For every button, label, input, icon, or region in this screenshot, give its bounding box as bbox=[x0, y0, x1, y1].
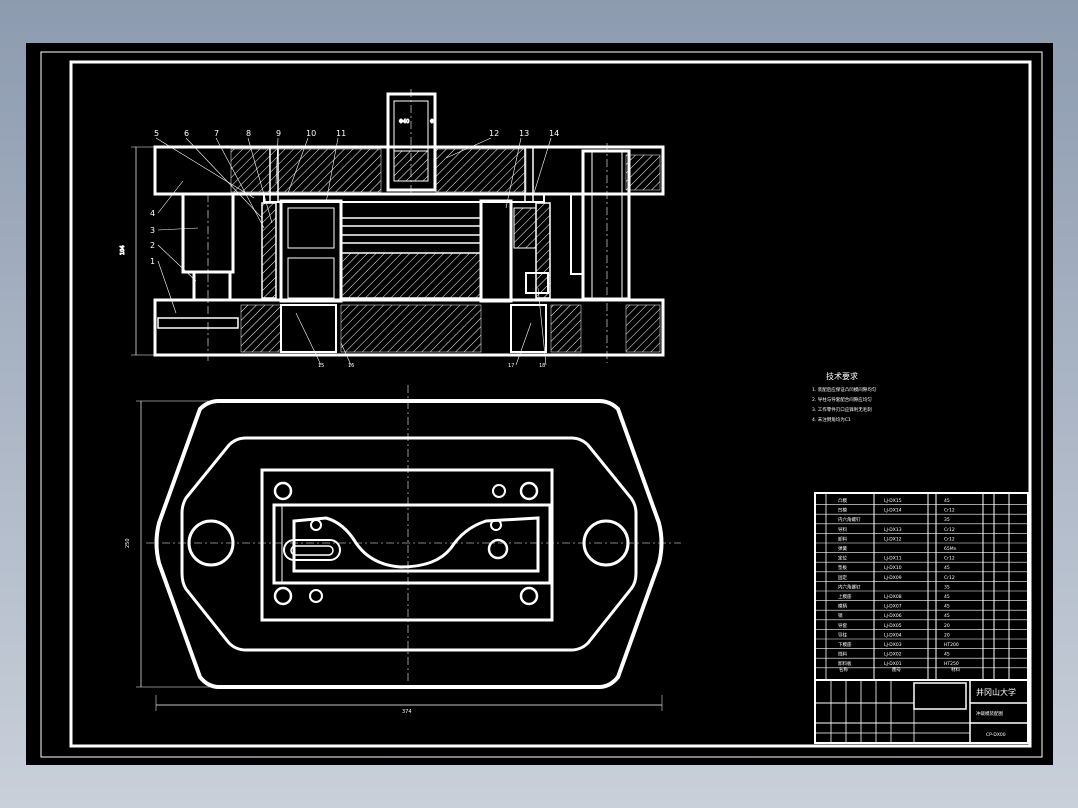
parts-cell-material: 45 bbox=[944, 613, 950, 619]
parts-cell-code: LJ-DX03 bbox=[884, 642, 902, 648]
outer-frame bbox=[40, 51, 1043, 758]
parts-cell-name: 卸料 bbox=[838, 535, 847, 542]
tech-req-item-4: 4. 未注倒角均为C1 bbox=[812, 416, 851, 423]
parts-cell-code: LJ-DX15 bbox=[884, 498, 902, 504]
parts-cell-name: 挡料 bbox=[838, 651, 847, 658]
plan-width-dim: 374 bbox=[402, 709, 412, 715]
parts-cell-name: 弹簧 bbox=[838, 545, 847, 552]
parts-cell-material: Cr12 bbox=[944, 536, 955, 542]
balloon-left-2: 2 bbox=[150, 241, 155, 250]
parts-cell-code: LJ-DX02 bbox=[884, 652, 902, 658]
parts-cell-code: LJ-DX09 bbox=[884, 575, 902, 581]
technical-requirements: 技术要求 1. 装配后应保证凸凹模间隙均匀 2. 导柱与导套配合间隙应均匀 3.… bbox=[812, 371, 877, 423]
drawing-number: CP-DX00 bbox=[986, 732, 1006, 738]
plan-view bbox=[136, 385, 681, 711]
parts-cell-material: 45 bbox=[944, 652, 950, 658]
parts-cell-code: LJ-DX08 bbox=[884, 594, 902, 600]
shank-dim-2: Φ bbox=[430, 119, 434, 125]
parts-cell-name: 定位 bbox=[838, 555, 847, 562]
parts-cell-material: Cr12 bbox=[944, 508, 955, 514]
parts-cell-name: 导料 bbox=[838, 526, 847, 533]
inner-frame bbox=[69, 60, 1032, 748]
balloon-5: 5 bbox=[154, 129, 159, 138]
parts-cell-material: 45 bbox=[944, 565, 950, 571]
balloon-7: 7 bbox=[214, 129, 219, 138]
parts-cell-name: 导柱 bbox=[838, 631, 847, 638]
tech-req-item-3: 3. 工作零件刃口应锋利无毛刺 bbox=[812, 406, 872, 413]
parts-cell-name: 凹模 bbox=[838, 507, 847, 514]
balloon-8: 8 bbox=[246, 129, 251, 138]
parts-cell-name: 内六角螺钉 bbox=[838, 516, 861, 523]
cad-drawing: Φ40 Φ bbox=[40, 51, 1043, 758]
parts-cell-material: 20 bbox=[944, 623, 950, 629]
parts-cell-name: 凸模 bbox=[838, 497, 847, 504]
balloon-10: 10 bbox=[306, 129, 316, 138]
parts-cell-code: LJ-DX12 bbox=[884, 536, 902, 542]
balloon-16: 16 bbox=[348, 363, 354, 369]
balloon-11: 11 bbox=[336, 129, 346, 138]
balloon-left-1: 1 bbox=[150, 257, 155, 266]
parts-cell-material: Cr12 bbox=[944, 527, 955, 533]
balloon-15: 15 bbox=[318, 363, 324, 369]
balloon-6: 6 bbox=[184, 129, 189, 138]
parts-cell-material: 45 bbox=[944, 604, 950, 610]
tech-req-item-1: 1. 装配后应保证凸凹模间隙均匀 bbox=[812, 386, 877, 393]
parts-cell-code: LJ-DX05 bbox=[884, 623, 902, 629]
school-name: 井冈山大学 bbox=[976, 687, 1016, 697]
parts-cell-material: 35 bbox=[944, 517, 950, 523]
parts-cell-material: 45 bbox=[944, 498, 950, 504]
parts-cell-name: 垫板 bbox=[838, 564, 847, 571]
parts-cell-material: Cr12 bbox=[944, 556, 955, 562]
parts-cell-name: 上模座 bbox=[838, 593, 852, 600]
tech-req-item-2: 2. 导柱与导套配合间隙应均匀 bbox=[812, 396, 872, 403]
parts-cell-code: LJ-DX06 bbox=[884, 613, 902, 619]
parts-cell-material: HT250 bbox=[944, 661, 959, 667]
tech-req-title: 技术要求 bbox=[826, 371, 858, 381]
balloon-9: 9 bbox=[276, 129, 281, 138]
parts-cell-code: LJ-DX01 bbox=[884, 661, 902, 667]
parts-cell-code: LJ-DX13 bbox=[884, 527, 902, 533]
drawing-sheet: Φ40 Φ bbox=[26, 43, 1053, 765]
drawing-name: 冲裁模装配图 bbox=[976, 710, 1003, 717]
shank-dim-1: Φ40 bbox=[399, 119, 409, 125]
parts-cell-material: HT200 bbox=[944, 642, 959, 648]
parts-cell-name: 下模座 bbox=[838, 641, 852, 648]
parts-cell-name: 内六角螺钉 bbox=[838, 583, 861, 590]
section-height-dim: 104 bbox=[120, 245, 126, 255]
balloon-18: 18 bbox=[539, 363, 545, 369]
balloon-12: 12 bbox=[489, 129, 499, 138]
header-code: 图号 bbox=[892, 667, 901, 673]
parts-cell-code: LJ-DX04 bbox=[884, 632, 902, 638]
parts-cell-name: 固定 bbox=[838, 574, 847, 581]
parts-cell-name: 模柄 bbox=[838, 603, 847, 610]
parts-cell-name: 导套 bbox=[838, 622, 847, 629]
parts-cell-code: LJ-DX07 bbox=[884, 604, 902, 610]
balloon-left-4: 4 bbox=[150, 209, 155, 218]
parts-cell-material: 20 bbox=[944, 632, 950, 638]
parts-cell-material: 45 bbox=[944, 594, 950, 600]
section-view: Φ40 Φ bbox=[120, 89, 665, 366]
parts-cell-material: 65Mn bbox=[944, 546, 957, 552]
balloon-left-3: 3 bbox=[150, 226, 155, 235]
parts-cell-name: 卸料板 bbox=[838, 660, 852, 667]
parts-cell-material: 35 bbox=[944, 584, 950, 590]
balloon-17: 17 bbox=[508, 363, 514, 369]
balloon-14: 14 bbox=[549, 129, 559, 138]
parts-cell-name: 销 bbox=[838, 612, 843, 619]
balloon-13: 13 bbox=[519, 129, 529, 138]
parts-cell-material: Cr12 bbox=[944, 575, 955, 581]
parts-cell-code: LJ-DX14 bbox=[884, 508, 902, 514]
header-material: 材料 bbox=[951, 666, 960, 673]
plan-height-dim: 250 bbox=[125, 538, 131, 548]
header-name: 名称 bbox=[839, 666, 848, 673]
section-balloons: 5 6 7 8 9 10 11 12 13 14 4 3 2 1 15 16 1… bbox=[150, 129, 559, 369]
parts-cell-code: LJ-DX11 bbox=[884, 556, 902, 562]
parts-cell-code: LJ-DX10 bbox=[884, 565, 902, 571]
